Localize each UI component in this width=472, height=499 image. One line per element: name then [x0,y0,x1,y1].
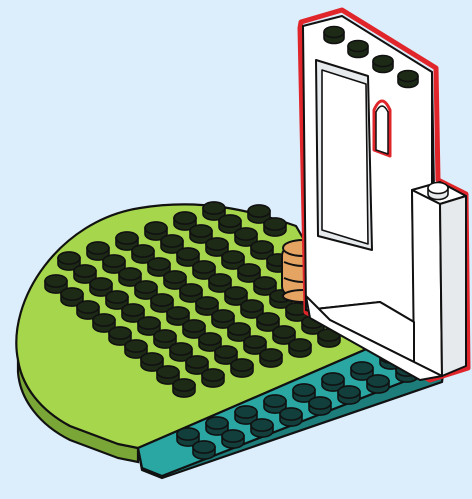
stud [260,349,282,367]
stud [398,71,418,88]
stud [280,408,302,426]
stud [173,379,195,397]
side-pillar-side [440,196,466,376]
stud [231,359,253,377]
side-pillar-front [412,190,442,376]
stud [309,397,331,415]
stud [428,183,448,200]
stud [373,56,393,73]
stud [348,41,368,58]
stud [264,218,286,236]
stud [367,375,389,393]
stud [338,386,360,404]
stud [324,27,344,44]
stud [193,441,215,459]
frame-opening-inner [322,70,368,244]
stud [251,419,273,437]
stud [202,369,224,387]
stud [222,430,244,448]
stud [289,339,311,357]
